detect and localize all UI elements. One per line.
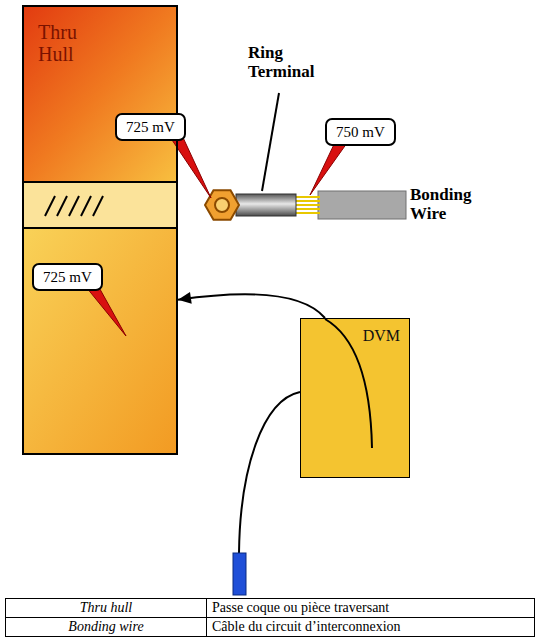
part-label: Ring Terminal (248, 44, 328, 81)
table-text: Bonding wire (68, 619, 143, 634)
ring-terminal-barrel (236, 194, 296, 216)
bonding-wire-insulation (318, 191, 406, 219)
table-cell: Câble du circuit d’interconnexion (207, 618, 535, 637)
voltage-reading: 725 mV (126, 118, 175, 136)
wire-strands (294, 197, 320, 213)
band-edge (22, 181, 178, 183)
voltage-callout: 750 mV (325, 118, 396, 146)
band-hatch (45, 196, 103, 216)
thru-hull-body: Thru Hull 725 mV (22, 5, 178, 455)
hull-upper-fill (22, 5, 178, 182)
hull-lower-fill (22, 228, 178, 455)
table-row: Bonding wire Câble du circuit d’intercon… (6, 618, 535, 637)
voltage-callout: 725 mV (32, 263, 103, 291)
table-cell: Thru hull (6, 599, 207, 618)
ring-terminal-nut (205, 190, 239, 219)
connector-line (178, 294, 325, 318)
reference-electrode (233, 553, 246, 595)
dvm-meter: DVM (300, 318, 410, 478)
meter-label: DVM (363, 327, 400, 345)
ring-terminal-hole (215, 198, 229, 212)
table-cell: Passe coque ou pièce traversant (207, 599, 535, 618)
table-text: Câble du circuit d’interconnexion (212, 619, 401, 634)
table-row: Thru hull Passe coque ou pièce traversan… (6, 599, 535, 618)
table-text: Thru hull (80, 600, 133, 615)
table-cell: Bonding wire (6, 618, 207, 637)
part-title: Thru Hull (38, 21, 98, 65)
voltage-reading: 725 mV (43, 268, 92, 286)
dvm-body-fill (300, 318, 410, 478)
callout-pointer (166, 131, 211, 198)
translation-table: Thru hull Passe coque ou pièce traversan… (5, 598, 535, 637)
voltage-reading: 750 mV (336, 123, 385, 141)
arrow-head (178, 292, 192, 304)
table-text: Passe coque ou pièce traversant (212, 600, 389, 615)
leader-line (262, 93, 279, 191)
arrow-connector (178, 292, 325, 318)
part-label: Bonding Wire (410, 186, 490, 223)
band-edge (22, 227, 178, 229)
voltage-callout: 725 mV (115, 113, 186, 141)
hull-band-fill (22, 182, 178, 228)
probe-lead (239, 392, 300, 553)
